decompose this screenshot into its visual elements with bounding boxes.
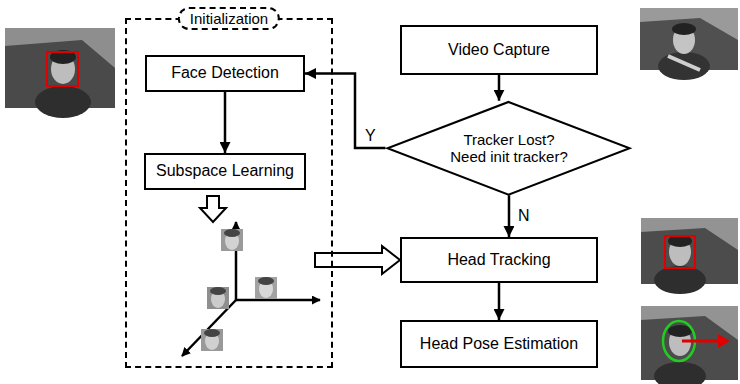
thumb-hair (204, 329, 220, 337)
seat-belt (668, 56, 700, 70)
thumb-ground (255, 277, 277, 299)
process-box: Face Detection (145, 55, 305, 92)
process-box: Head Tracking (400, 237, 598, 283)
pose-arrow (682, 340, 718, 343)
node-label: Video Capture (448, 41, 550, 59)
thumb-ground (201, 329, 223, 351)
face-box (47, 52, 78, 86)
decision-diamond: Tracker Lost? Need init tracker? (385, 101, 632, 196)
car-window (5, 28, 115, 68)
hollow-arrow (200, 196, 226, 222)
track-box (665, 236, 695, 268)
driver-body (654, 362, 706, 384)
edge-label: Y (363, 127, 378, 145)
node-label: Head Pose Estimation (420, 335, 578, 353)
car-window (641, 306, 738, 340)
diamond-outline (388, 102, 630, 195)
process-box: Head Pose Estimation (400, 320, 598, 368)
process-box: Video Capture (400, 25, 598, 75)
driver-photo (641, 306, 738, 384)
driver-photo (5, 28, 115, 118)
flow-arrow (224, 92, 227, 153)
node-label: Subspace Learning (156, 162, 294, 180)
driver-photo (641, 218, 738, 294)
driver-body (35, 86, 91, 118)
hollow-arrow (315, 246, 400, 274)
driver-hair (668, 325, 692, 337)
initialization-group: Face DetectionSubspace LearningInitializ… (125, 18, 333, 368)
driver-body (654, 266, 706, 294)
node-label: Tracker Lost? Need init tracker? (447, 131, 571, 166)
driver-hair (672, 23, 696, 35)
thumb-hair (210, 287, 226, 295)
edge-label: N (516, 207, 532, 225)
thumb-hair (258, 277, 274, 285)
flow-arrow (508, 195, 511, 237)
thumb-hair (224, 229, 240, 237)
face-thumbnail (201, 329, 223, 351)
node-label: Head Tracking (447, 251, 550, 269)
driver-body (658, 52, 710, 80)
flow-arrow (305, 74, 385, 148)
driver-photo (640, 8, 738, 80)
process-box: Subspace Learning (144, 153, 306, 190)
thumb-ground (221, 229, 243, 251)
face-thumbnail (255, 277, 277, 299)
pose-arrowhead (718, 334, 730, 348)
flow-arrow (498, 75, 501, 101)
face-thumbnail (221, 229, 243, 251)
group-heading: Initialization (178, 7, 280, 30)
axis-line (236, 299, 320, 302)
face-thumbnail (207, 287, 229, 309)
node-label: Face Detection (171, 64, 279, 82)
thumb-ground (207, 287, 229, 309)
flow-arrow (498, 283, 501, 320)
